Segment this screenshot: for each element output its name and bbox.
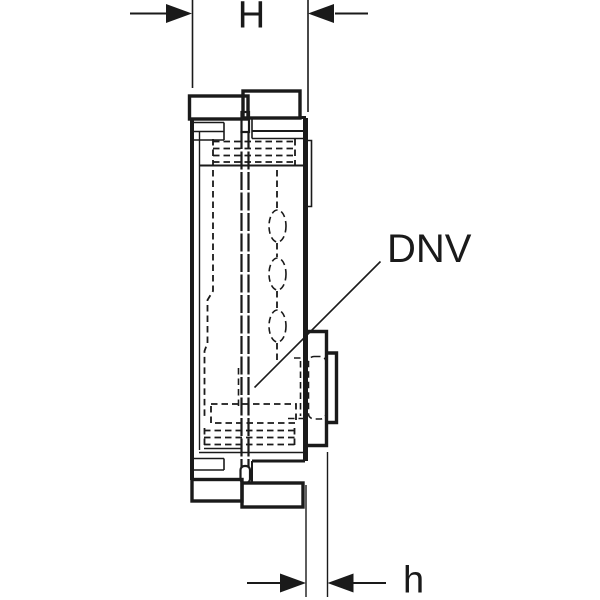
valve-body bbox=[187, 89, 313, 509]
hidden-box-bottom bbox=[210, 403, 297, 424]
arrowhead-left-icon bbox=[327, 573, 354, 593]
arrowhead-left-icon bbox=[308, 4, 334, 23]
side-outlet bbox=[306, 329, 339, 448]
thread-band-top bbox=[212, 139, 296, 165]
part-callout-label: DNV bbox=[387, 227, 472, 271]
top-cap-left bbox=[187, 94, 250, 121]
chain-ellipse bbox=[268, 209, 287, 243]
chain-ellipse bbox=[268, 309, 287, 343]
top-cap-right bbox=[241, 89, 302, 120]
thread-band-bottom bbox=[203, 428, 296, 447]
bottom-cap-right bbox=[240, 481, 305, 509]
dimension-h: h bbox=[247, 452, 424, 600]
leader-line bbox=[253, 260, 382, 389]
arrowhead-right-icon bbox=[166, 4, 192, 23]
arrowhead-right-icon bbox=[280, 573, 306, 593]
body-right-collar bbox=[305, 139, 313, 208]
outlet-flange bbox=[327, 351, 339, 425]
hidden-contour-left bbox=[203, 170, 214, 416]
dimension-h-label: h bbox=[403, 560, 424, 600]
bottom-cap-left bbox=[190, 477, 244, 503]
dimension-H: H bbox=[130, 0, 368, 112]
outlet-body bbox=[306, 329, 329, 448]
hidden-chain-right bbox=[268, 170, 287, 362]
chain-ellipse bbox=[268, 257, 287, 291]
part-callout: DNV bbox=[253, 227, 472, 389]
outlet-hidden-bore bbox=[307, 355, 327, 420]
dimension-H-label: H bbox=[238, 0, 265, 37]
spindle-top bbox=[240, 110, 251, 134]
